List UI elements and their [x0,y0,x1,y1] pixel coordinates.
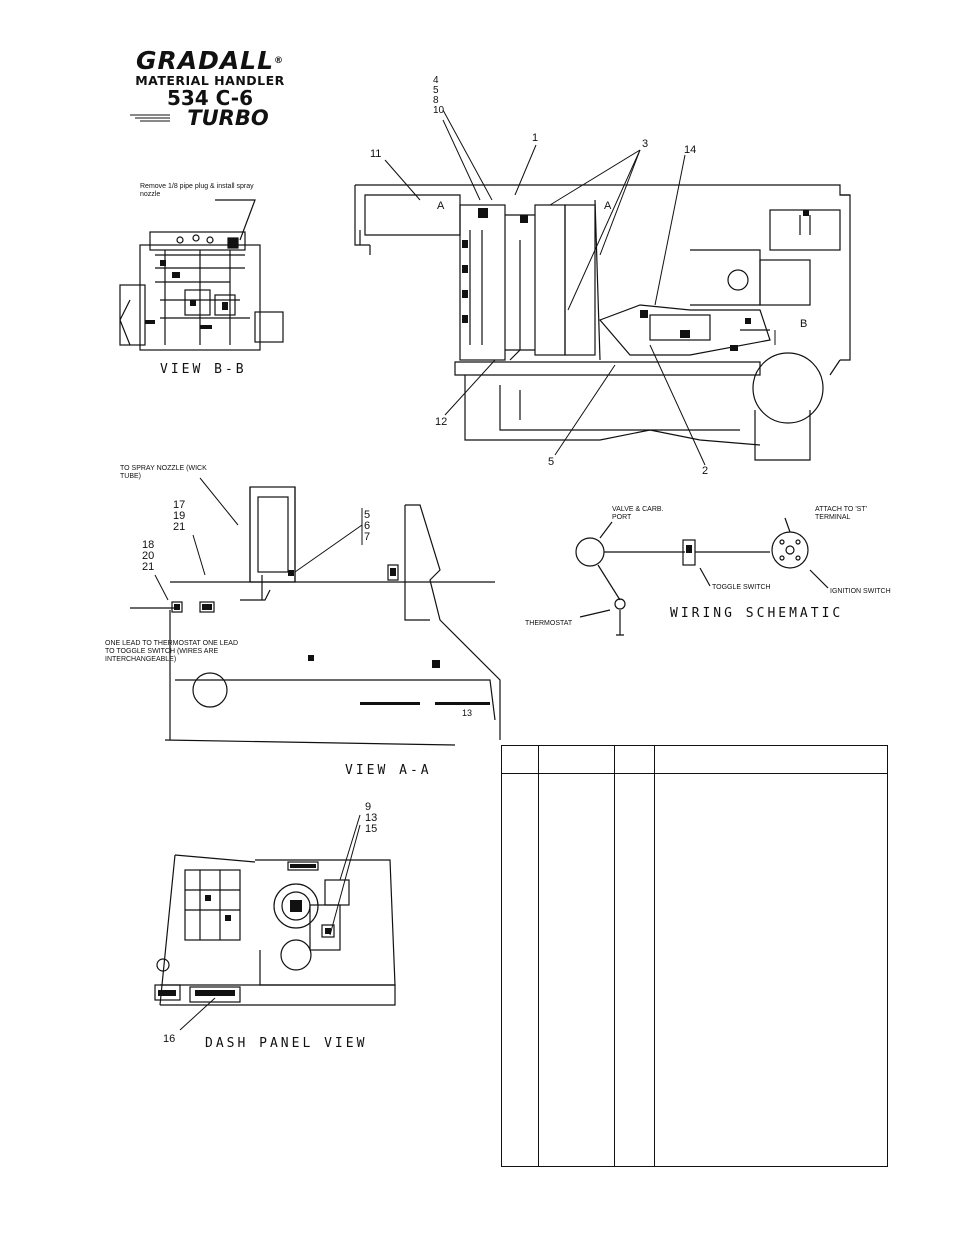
engine-drawing [119,199,284,351]
callout-18-20-21: 18 20 21 [142,539,155,573]
section-a-left: A [437,200,445,212]
callout-5-6-7: 5 6 7 [364,509,371,543]
parts-list-table [501,745,888,1167]
wiring-thermostat-label: THERMOSTAT [525,620,573,627]
view-aa-drawing [130,486,501,746]
view-aa-title: VIEW A-A [345,763,432,778]
logo-turbo: TURBO [105,108,315,129]
callout-3: 3 [642,138,649,150]
callout-5b: 5 [548,456,555,468]
wiring-toggle-label: TOGGLE SWITCH [712,584,771,591]
callout-16: 16 [163,1033,176,1045]
callout-17-19-21: 17 19 21 [173,499,186,533]
callout-1: 1 [532,132,539,144]
wiring-attach-label: ATTACH TO 'ST' TERMINAL [815,506,867,521]
logo-subtitle: MATERIAL HANDLER [135,73,285,88]
view-aa-note-bottom: ONE LEAD TO THERMOSTAT ONE LEAD TO TOGGL… [105,640,239,663]
logo-model: 534 C-6 [166,86,254,110]
callout-12: 12 [435,416,448,428]
callout-9-13-15: 9 13 15 [365,801,378,835]
callout-4-5-8-10: 4 5 8 10 [433,75,445,116]
callout-14: 14 [684,144,697,156]
table-column-divider [538,746,539,1166]
speed-lines-icon [130,114,170,122]
view-aa-note-top: TO SPRAY NOZZLE (WICK TUBE) [120,465,207,480]
dash-panel-title: DASH PANEL VIEW [205,1036,368,1051]
callout-13-aa: 13 [462,708,473,718]
wiring-ignition-label: IGNITION SWITCH [830,588,891,595]
table-header-rule [502,773,887,774]
table-column-divider [614,746,615,1166]
dash-panel-drawing [154,854,396,1006]
view-bb-note: Remove 1/8 pipe plug & install spray noz… [140,183,254,198]
logo-brand: GRADALL® [135,46,285,75]
wiring-diagram [575,517,829,636]
callout-11: 11 [370,148,382,160]
table-column-divider [654,746,655,1166]
wiring-title: WIRING SCHEMATIC [670,606,844,621]
section-b: B [800,318,808,330]
main-assembly-drawing [354,184,851,461]
wiring-valve-label: VALVE & CARB. PORT [612,506,664,521]
view-bb-title: VIEW B-B [160,362,247,377]
section-a-right: A [604,200,612,212]
gradall-logo: GRADALL® MATERIAL HANDLER 534 C-6 TURBO [105,46,315,129]
callout-2: 2 [702,465,709,477]
